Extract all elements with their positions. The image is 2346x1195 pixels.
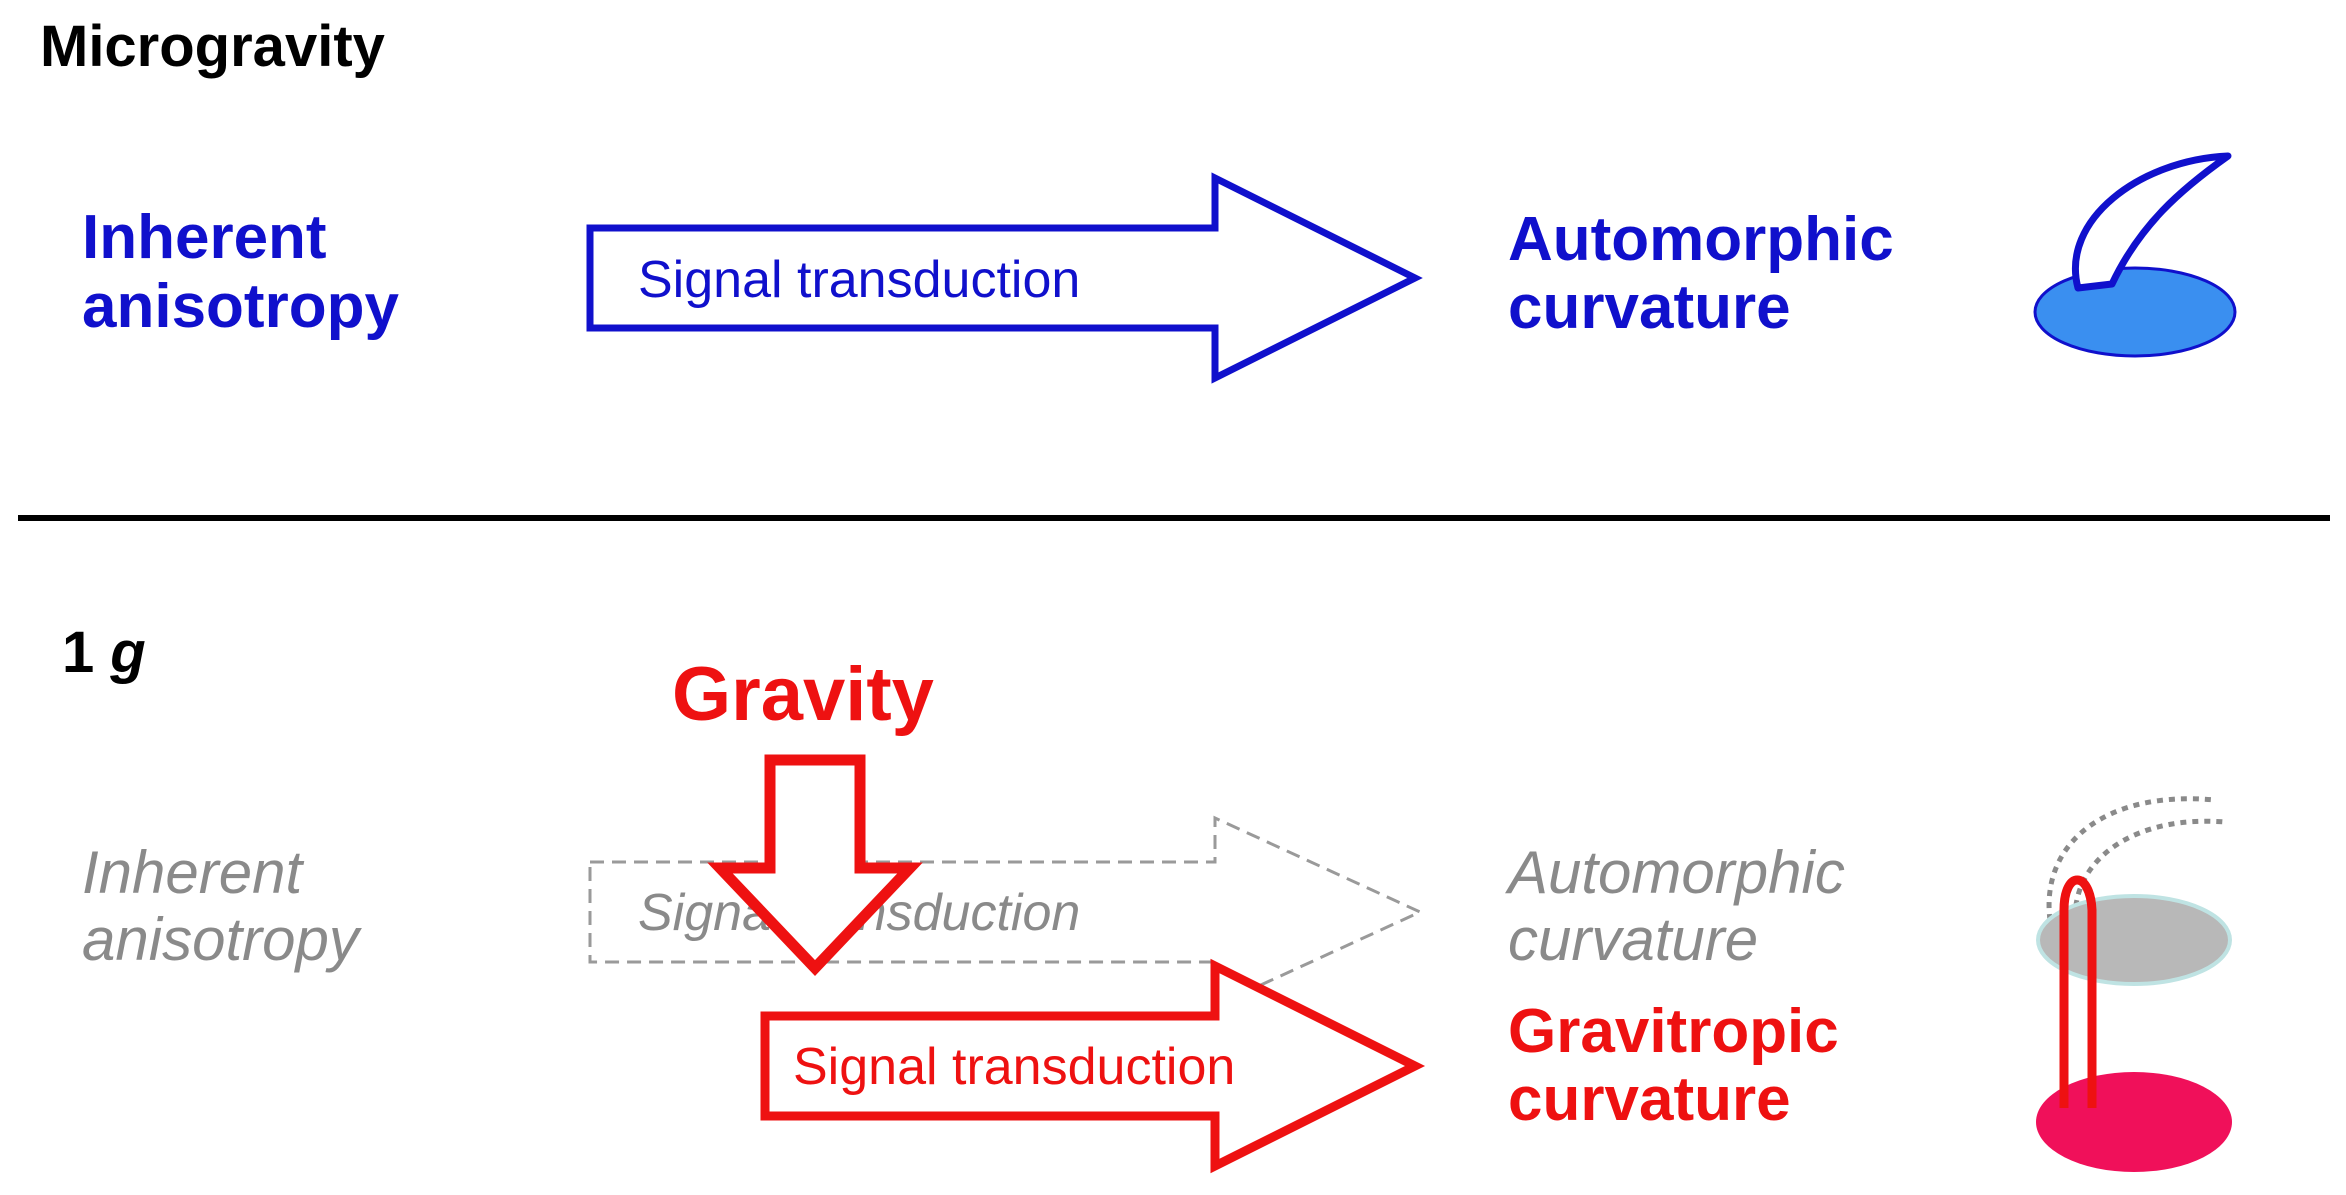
gravity-down-arrow (707, 754, 923, 976)
signal-transduction-arrow-top (586, 172, 1423, 384)
ghost-seed-base (2036, 894, 2232, 986)
ghost-curved-hypocotyl-inner (2072, 818, 2226, 919)
inherent-anisotropy-label-top-line1: Inherent (82, 203, 327, 272)
curved-seedling-icon (2033, 152, 2237, 358)
microgravity-section-label: Microgravity (40, 14, 385, 79)
ghost-automorphic-curvature-line1: Automorphic (1505, 839, 1845, 906)
signal-transduction-arrow-bottom (760, 958, 1426, 1174)
signal-transduction-label-top: Signal transduction (638, 251, 1080, 309)
upright-hypocotyl-red (2059, 875, 2097, 1108)
automorphic-curvature-label-top-line1: Automorphic (1508, 205, 1894, 274)
inherent-anisotropy-label-top-line2: anisotropy (82, 272, 399, 341)
gravitropic-curvature-label-line1: Gravitropic (1508, 997, 1839, 1066)
one-g-number: 1 (62, 620, 94, 685)
ghost-curved-hypocotyl (2046, 796, 2216, 921)
automorphic-curvature-label-top-line2: curvature (1508, 273, 1791, 342)
ghost-signal-transduction-arrow (588, 815, 1424, 1009)
inherent-anisotropy-label-bottom-line1: Inherent (82, 839, 304, 906)
one-g-unit: g (109, 620, 145, 685)
gravitropic-curvature-label-line2: curvature (1508, 1065, 1791, 1134)
seed-base-magenta (2036, 1072, 2232, 1172)
ghost-automorphic-curvature-line2: curvature (1508, 906, 1758, 973)
gravity-label: Gravity (672, 652, 934, 737)
seed-base-blue (2033, 266, 2237, 358)
signal-transduction-label-bottom: Signal transduction (793, 1038, 1235, 1096)
curved-hypocotyl-blue (2072, 152, 2232, 292)
upright-seedling-icon (2036, 796, 2232, 1172)
inherent-anisotropy-label-bottom-line2: anisotropy (82, 906, 363, 973)
